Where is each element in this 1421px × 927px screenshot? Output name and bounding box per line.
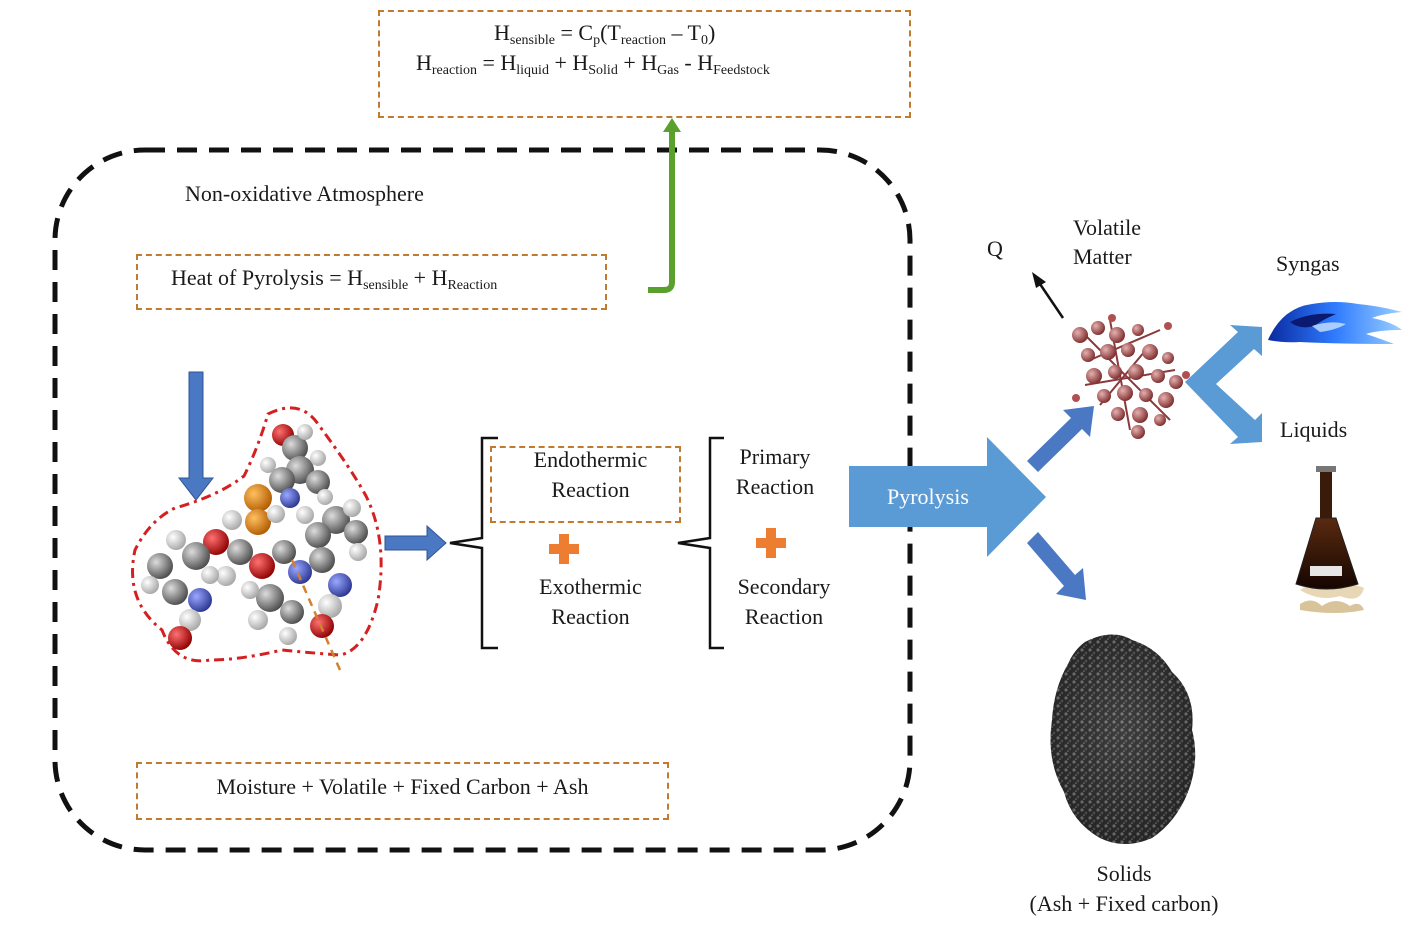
right-arrow — [384, 524, 447, 562]
atmosphere-label: Non-oxidative Atmosphere — [185, 181, 424, 206]
pyrolysis-label: Pyrolysis — [887, 484, 969, 509]
liquids-label: Liquids — [1280, 417, 1348, 442]
equation-reaction: Hreaction = Hliquid + HSolid + HGas - HF… — [416, 50, 770, 78]
equations-box — [378, 10, 911, 118]
green-arrowhead — [663, 118, 681, 132]
molecule-outline — [131, 406, 383, 663]
flame-icon — [1268, 302, 1402, 344]
split-arrow — [1185, 325, 1262, 444]
pyrolysis-arrow — [849, 437, 1046, 557]
solids-label: Solids(Ash + Fixed carbon) — [1029, 861, 1219, 917]
up-arrow-volatile — [1027, 406, 1094, 472]
plus-icon — [549, 534, 579, 564]
q-arrow-line — [1038, 283, 1065, 319]
green-arrow — [648, 130, 675, 293]
syngas-label: Syngas — [1276, 251, 1340, 276]
down-arrow-solids — [1027, 532, 1086, 600]
middle-bracket — [677, 436, 724, 650]
composition-box — [136, 762, 669, 820]
heat-of-pyrolysis-text: Heat of Pyrolysis = Hsensible + HReactio… — [171, 265, 498, 293]
endothermic-box — [490, 446, 681, 523]
down-arrow — [177, 371, 215, 501]
molecule-atoms — [141, 424, 368, 650]
non-oxidative-frame — [52, 147, 913, 853]
left-bracket — [449, 436, 498, 650]
heat-of-pyrolysis-box — [136, 254, 607, 310]
molecule-icon — [131, 406, 383, 671]
cleavage-line — [290, 559, 342, 671]
composition-text: Moisture + Volatile + Fixed Carbon + Ash — [216, 774, 589, 799]
plus-icon — [756, 528, 786, 558]
equation-sensible: Hsensible = Cp(Treaction – T0) — [494, 20, 716, 48]
volatile-matter-icon — [1072, 314, 1190, 439]
q-label: Q — [987, 236, 1003, 261]
q-arrowhead — [1032, 272, 1046, 288]
flask-icon — [1295, 466, 1364, 613]
char-icon — [1050, 634, 1196, 844]
